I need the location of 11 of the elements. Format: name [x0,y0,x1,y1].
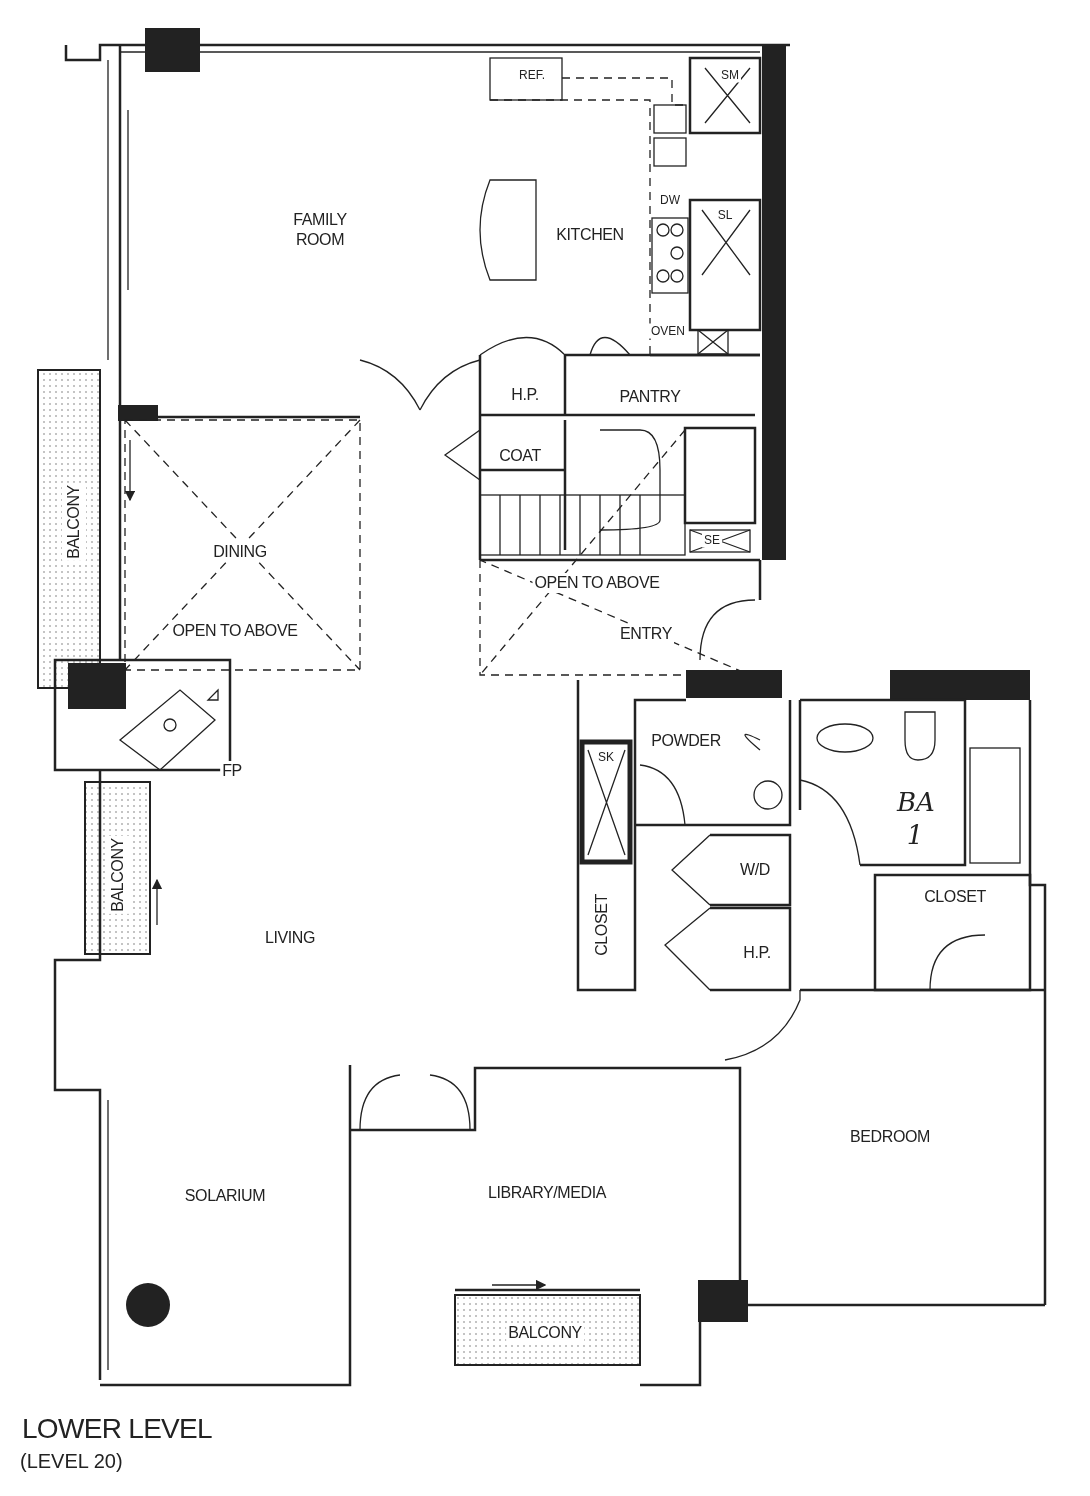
room-label: BALCONY [106,836,130,914]
room-label: DINING [211,542,269,562]
room-label: OPEN TO ABOVE [532,573,662,593]
room-label: ENTRY [618,624,674,644]
room-label: BALCONY [62,483,86,561]
plan-caption: (LEVEL 20) [20,1449,123,1474]
room-label: BALCONY [506,1323,584,1343]
room-label: SE [702,532,722,548]
room-label: SM [719,67,741,83]
plan-title: LOWER LEVEL [22,1412,212,1446]
room-label: OVEN [649,323,687,339]
